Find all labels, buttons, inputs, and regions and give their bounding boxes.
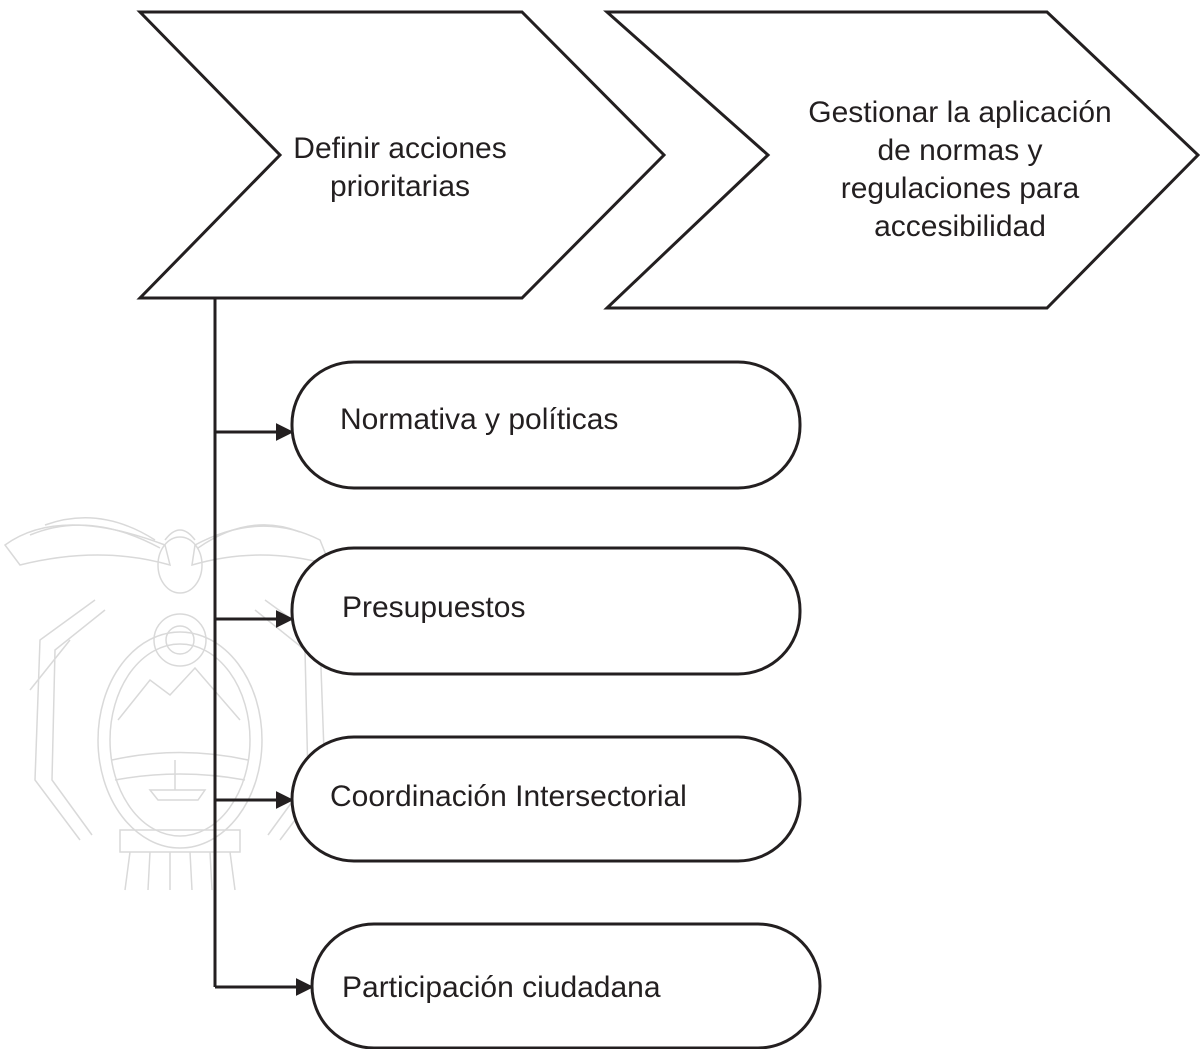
process-step-1-chevron bbox=[136, 10, 667, 300]
process-step-2-chevron bbox=[603, 10, 1200, 310]
process-step-2-label: Gestionar la aplicación de normas y regu… bbox=[808, 96, 1112, 243]
action-label-coordinacion: Coordinación Intersectorial bbox=[330, 780, 687, 813]
action-box-participacion bbox=[310, 922, 822, 1049]
action-label-presupuestos: Presupuestos bbox=[342, 591, 526, 624]
coat-of-arms-watermark-icon bbox=[3, 516, 332, 891]
process-step-1-label: Definir acciones prioritarias bbox=[293, 132, 507, 203]
action-box-normativa bbox=[290, 360, 802, 490]
action-label-participacion: Participación ciudadana bbox=[342, 971, 661, 1004]
action-label-normativa: Normativa y políticas bbox=[340, 403, 619, 436]
action-box-coordinacion bbox=[290, 735, 802, 863]
action-box-presupuestos bbox=[290, 546, 802, 676]
